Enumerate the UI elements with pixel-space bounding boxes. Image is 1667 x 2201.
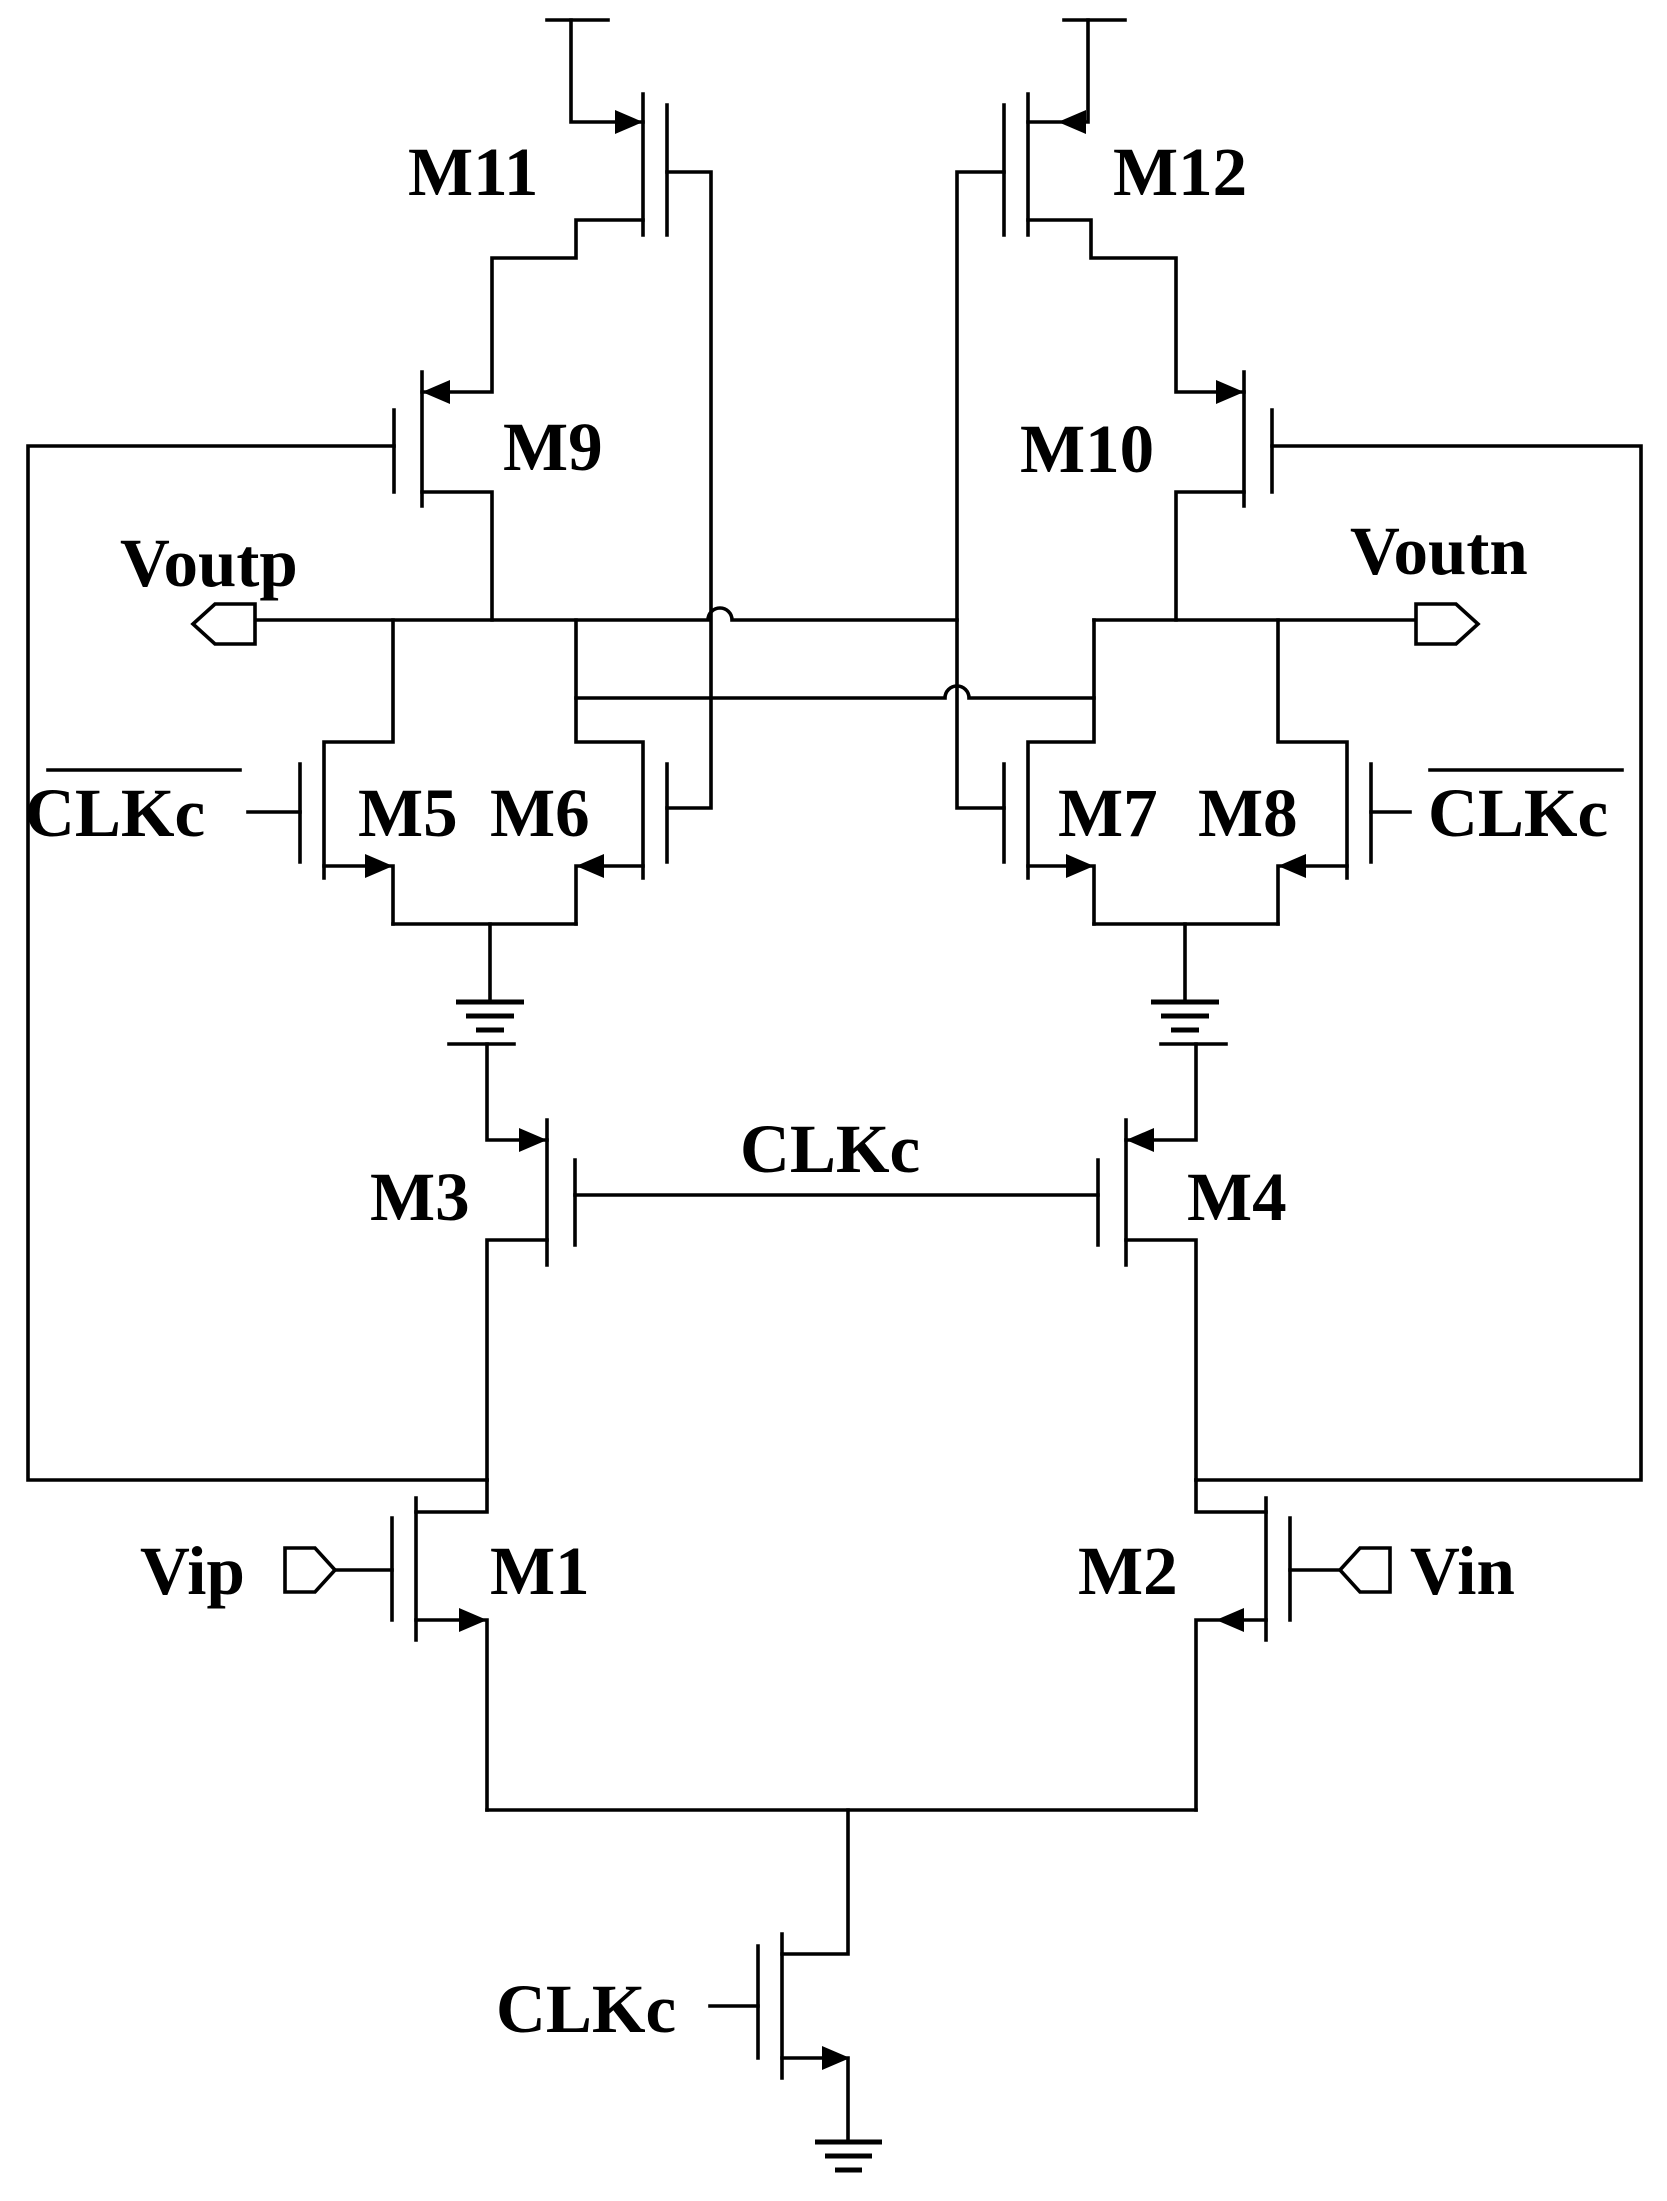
voutn-port-icon bbox=[1414, 602, 1481, 646]
m9-transistor bbox=[392, 370, 494, 622]
m9-gate-feedback-wire bbox=[26, 444, 489, 1482]
ground-icon-left bbox=[456, 999, 524, 1033]
m6-label: M6 bbox=[490, 775, 590, 851]
vip-port-icon bbox=[283, 1546, 338, 1594]
m9-label: M9 bbox=[503, 409, 603, 485]
m3-label: M3 bbox=[370, 1159, 470, 1235]
m2-label: M2 bbox=[1078, 1533, 1178, 1609]
drain-crosswire bbox=[574, 684, 1096, 700]
voutp-label: Voutp bbox=[120, 525, 298, 601]
m8-transistor: CLKc bbox=[1276, 618, 1624, 926]
m7-transistor bbox=[1002, 618, 1096, 926]
m11-label: M11 bbox=[408, 134, 538, 210]
m12-gate-crosswire bbox=[955, 170, 1006, 810]
ground-icon-right bbox=[1151, 999, 1219, 1033]
m10-transistor bbox=[1174, 370, 1274, 622]
m11-arrow bbox=[615, 110, 643, 134]
clkc-label: CLKc bbox=[740, 1111, 920, 1187]
vin-port-icon bbox=[1337, 1546, 1392, 1594]
m10-label: M10 bbox=[1020, 411, 1154, 487]
tail-arrow bbox=[822, 2046, 850, 2070]
clkc-tail-label: CLKc bbox=[496, 1971, 676, 2047]
m7-label: M7 bbox=[1058, 775, 1158, 851]
m5-label: M5 bbox=[358, 775, 458, 851]
m3-transistor bbox=[447, 1042, 577, 1482]
m10-arrow bbox=[1216, 380, 1244, 404]
m10-gate-feedback-wire bbox=[1194, 444, 1643, 1482]
m3-arrow bbox=[519, 1128, 547, 1152]
m2-transistor: Vin bbox=[1194, 1478, 1515, 1812]
m11-gate-crosswire bbox=[665, 170, 713, 810]
clkc-bar-right-label: CLKc bbox=[1428, 775, 1608, 851]
clkc-bar-left-label: CLKc bbox=[25, 775, 205, 851]
m1-label: M1 bbox=[490, 1533, 590, 1609]
m9-arrow bbox=[422, 380, 450, 404]
voutp-port-icon bbox=[190, 602, 257, 646]
m12-arrow bbox=[1058, 110, 1086, 134]
m6-arrow bbox=[576, 854, 604, 878]
voutp-node: Voutp bbox=[120, 525, 959, 646]
m4-transistor bbox=[1096, 1042, 1228, 1482]
m11-transistor bbox=[420, 18, 669, 394]
m4-arrow bbox=[1126, 1128, 1154, 1152]
m5-transistor: CLKc bbox=[25, 618, 395, 926]
m8-arrow bbox=[1278, 854, 1306, 878]
ground-icon-tail bbox=[815, 2139, 882, 2173]
m1-arrow bbox=[459, 1608, 487, 1632]
vin-label: Vin bbox=[1410, 1533, 1515, 1609]
tail-transistor: CLKc bbox=[496, 1808, 850, 2142]
voutn-node: Voutn bbox=[1092, 513, 1528, 646]
m1-transistor: Vip bbox=[140, 1478, 489, 1812]
m5-arrow bbox=[365, 854, 393, 878]
m2-arrow bbox=[1216, 1608, 1244, 1632]
vip-label: Vip bbox=[140, 1533, 245, 1609]
voutn-label: Voutn bbox=[1350, 513, 1528, 589]
m4-label: M4 bbox=[1187, 1159, 1287, 1235]
m6-transistor bbox=[574, 618, 669, 926]
m8-label: M8 bbox=[1198, 775, 1298, 851]
m12-label: M12 bbox=[1113, 134, 1247, 210]
m12-transistor bbox=[1002, 18, 1246, 394]
m7-arrow bbox=[1066, 854, 1094, 878]
